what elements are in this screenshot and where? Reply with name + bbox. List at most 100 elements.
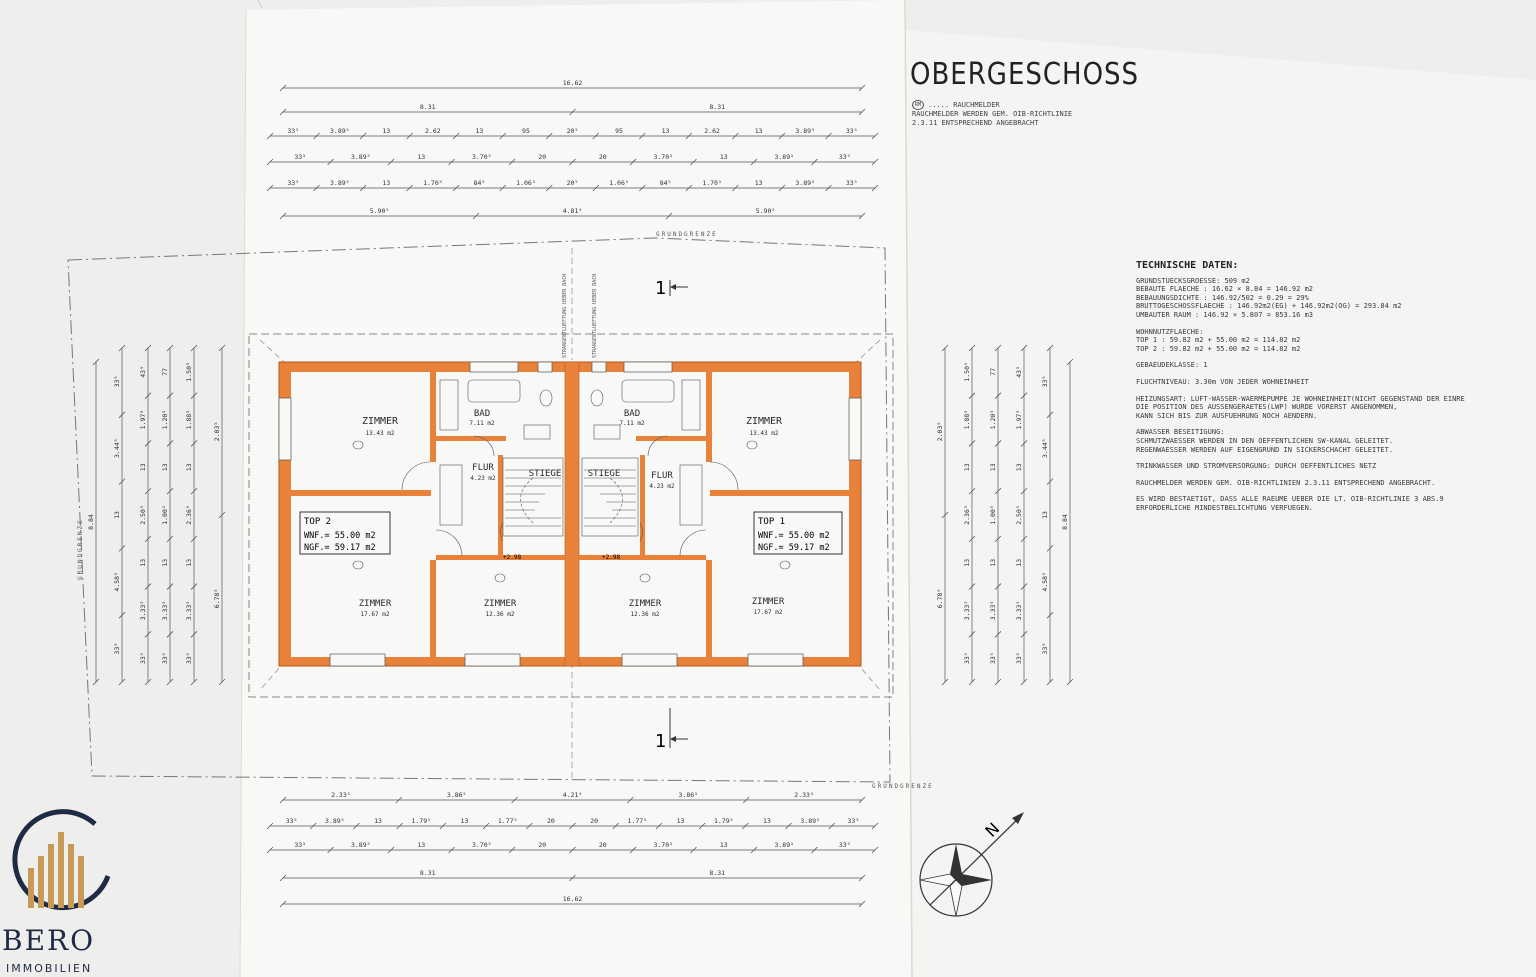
dimension-label: 33⁵ [1041,643,1049,655]
brand-subtitle: IMMOBILIEN [6,962,93,975]
dimension-label: 1.97⁵ [1015,410,1023,430]
dimension-label: 13 [720,153,728,161]
dimension-tick [190,440,198,447]
room-name: ZIMMER [752,597,785,607]
dimension-tick [439,822,447,830]
dimension-tick [994,631,1002,638]
dimension-label: 8.84 [1061,514,1069,530]
technical-data-line: SCHMUTZWAESSER WERDEN IN DEN OEFFENTLICH… [1136,436,1394,445]
dimension-tick [732,184,739,192]
dimension-label: 3.86⁵ [679,791,699,799]
dimension-tick [858,84,866,92]
dimension-tick [266,822,274,830]
dimension-tick [166,678,174,686]
dimension-label: 3.89⁵ [330,179,350,187]
dimension-tick [279,108,287,116]
dimension-label: 3.89⁵ [351,841,371,849]
dimension-label: 33⁵ [846,179,858,187]
dimension-tick [190,535,198,543]
dimension-label: 3.70⁵ [653,841,673,849]
dimension-label: 13 [662,127,670,135]
dimension-label: 8.31 [709,103,725,111]
dimension-label: 3.33⁵ [989,601,997,621]
technical-data-line: TOP 1 : 59.82 m2 + 55.00 m2 = 114.82 m2 [1136,336,1301,345]
technical-data-line: FLUCHTNIVEAU: 3.30m VON JEDER WOHNEINHEI… [1136,377,1309,386]
dimension-label: 20 [590,817,598,825]
dimension-tick [144,583,152,590]
dimension-label: 20 [599,841,607,849]
dimension-tick [1020,583,1028,590]
sheet-title: OBERGESCHOSS [910,57,1140,93]
dimension-tick [166,583,174,590]
dimension-tick [1020,344,1028,352]
dimension-label: 13 [963,463,971,471]
technical-data-panel: TECHNISCHE DATEN: GRUNDSTUECKSGROESSE: 5… [1136,260,1531,512]
dimension-label: 33⁵ [286,817,298,825]
technical-data-line: GRUNDSTUECKSGROESSE: 509 m2 [1136,276,1250,285]
dimension-tick [166,440,174,447]
dimension-tick [144,535,152,543]
dimension-label: 3.89⁵ [795,179,815,187]
dimension-label: 3.44⁵ [113,438,121,458]
room-area: 13.43 m2 [750,430,779,437]
dimension-tick [118,478,126,485]
dimension-label: 33⁵ [963,652,971,664]
dimension-label: 4.58⁵ [1041,572,1049,592]
dimension-tick [266,184,274,192]
dimension-label: 2.36⁵ [185,505,193,525]
dimension-label: 4.21⁵ [563,791,583,799]
grundgrenze-left-label: GRUNDGRENZE [77,518,84,580]
dimension-tick [508,846,516,854]
dimension-tick [190,583,198,590]
room-area: 13.43 m2 [366,430,395,437]
dimension-tick [785,822,792,830]
dimension-label: 1.88⁵ [185,410,193,430]
legend-line: ..... RAUCHMELDER [928,101,1000,109]
dimension-tick [994,583,1002,590]
dimension-label: 13 [161,559,169,567]
dimension-tick [629,158,637,166]
dimension-tick [1066,678,1074,686]
room-name: ZIMMER [629,599,662,609]
dimension-label: 13 [989,559,997,567]
room-area: 12.36 m2 [486,611,515,618]
dimension-label: 4.58⁵ [113,572,121,592]
dimension-tick [825,184,832,192]
room-area: 4.23 m2 [649,483,675,490]
dimension-tick [1046,478,1054,485]
grundgrenze-top-label: GRUNDGRENZE [656,231,718,238]
dimension-label: 6.78⁵ [213,589,221,609]
dimension-label: 20 [538,153,546,161]
dimension-tick [327,158,334,166]
dimension-tick [118,678,126,686]
dimension-label: 33⁵ [113,376,121,388]
dimension-label: 77 [161,368,169,376]
dimension-tick [569,846,576,854]
dimension-label: 13 [677,817,685,825]
unit-wnf: WNF.= 55.00 m2 [758,531,830,541]
brand-logo: BERO IMMOBILIEN [0,806,130,977]
dimension-tick [665,212,673,220]
dimension-label: 8.31 [420,103,436,111]
dimension-tick [871,132,879,140]
dimension-label: 13 [417,841,425,849]
technical-data-line: TRINKWASSER UND STROMVERSORGUNG: DURCH O… [1136,462,1377,471]
technical-data-line: WOHNNUTZFLAECHE: [1136,327,1204,336]
dimension-label: 20 [538,841,546,849]
dimension-tick [825,132,832,140]
dimension-label: 33⁵ [287,127,299,135]
dimension-tick [92,358,100,366]
technical-data-heading: TECHNISCHE DATEN: [1136,260,1239,271]
smoke-detectors [352,440,791,583]
dimension-tick [685,132,693,140]
dimension-tick [1020,535,1028,543]
dimension-tick [144,487,152,495]
dimension-label: 33⁵ [848,817,860,825]
vent-note: STRANGENTLUEFTUNG UEBER DACH [562,274,568,358]
dimension-tick [778,132,786,140]
dimension-tick [941,678,949,686]
dimension-label: 3.89⁵ [351,153,371,161]
dimension-label: 13 [461,817,469,825]
dimension-label: 33⁵ [846,127,858,135]
dimension-tick [968,440,976,447]
